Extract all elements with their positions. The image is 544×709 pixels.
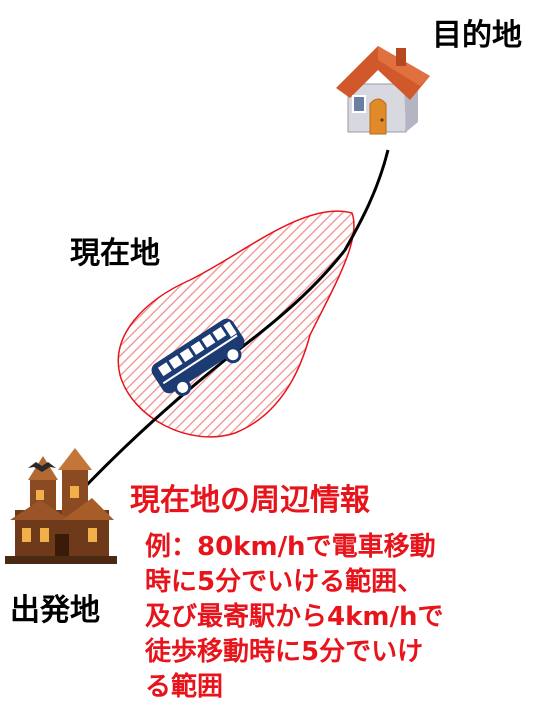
info-description: 例：80km/hで電車移動 時に5分でいける範囲、 及び最寄駅から4km/hで … <box>145 530 535 705</box>
bus-icon <box>151 318 245 396</box>
current-location-label: 現在地 <box>70 236 160 271</box>
info-line: 及び最寄駅から4km/hで <box>145 602 444 632</box>
info-line: 例：80km/hで電車移動 <box>145 532 436 562</box>
destination-label: 目的地 <box>432 18 522 53</box>
info-title: 現在地の周辺情報 <box>130 483 370 518</box>
info-line: 時に5分でいける範囲、 <box>145 567 424 597</box>
route-line <box>78 149 390 494</box>
origin-label: 出発地 <box>10 593 100 628</box>
house-icon <box>336 46 430 135</box>
info-line: 徒歩移動時に5分でいけ <box>145 637 424 667</box>
haunted-house-icon <box>5 448 117 564</box>
info-line: る範囲 <box>145 672 224 702</box>
